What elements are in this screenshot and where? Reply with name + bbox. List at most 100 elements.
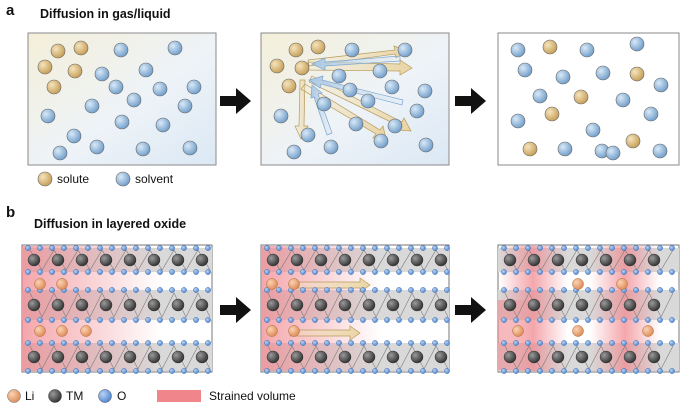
o-atom — [61, 317, 67, 323]
o-atom — [609, 340, 615, 346]
tm-atom — [647, 253, 661, 267]
o-atom — [432, 340, 438, 346]
o-atom — [205, 317, 211, 323]
tm-atom — [623, 253, 637, 267]
o-atom — [432, 245, 438, 251]
gas-box-diffusing-particles — [269, 39, 434, 160]
o-atom — [264, 287, 270, 293]
o-atom — [109, 340, 115, 346]
o-atom — [193, 317, 199, 323]
tm-atom — [75, 350, 89, 364]
o-atom — [133, 269, 139, 275]
o-atom — [372, 317, 378, 323]
o-atom — [657, 287, 663, 293]
o-atom — [573, 269, 579, 275]
o-atom — [73, 340, 79, 346]
o-atom — [97, 269, 103, 275]
o-atom — [133, 317, 139, 323]
o-atom — [444, 287, 450, 293]
tm-atom — [147, 253, 161, 267]
o-atom — [61, 269, 67, 275]
o-atom — [585, 269, 591, 275]
o-atom — [561, 269, 567, 275]
o-atom — [372, 269, 378, 275]
o-atom — [73, 317, 79, 323]
o-atom — [205, 245, 211, 251]
o-atom — [324, 287, 330, 293]
o-atom — [312, 317, 318, 323]
legend-strain-label: Strained volume — [209, 389, 296, 403]
o-atom — [384, 245, 390, 251]
o-atom — [609, 269, 615, 275]
o-atom — [537, 245, 543, 251]
li-atom — [56, 278, 68, 290]
o-atom — [264, 368, 270, 374]
legend-solute-swatch — [37, 171, 53, 187]
o-atom — [181, 340, 187, 346]
o-atom — [169, 269, 175, 275]
o-atom — [193, 269, 199, 275]
o-atom — [121, 245, 127, 251]
o-atom — [408, 368, 414, 374]
o-atom — [288, 317, 294, 323]
o-atom — [657, 340, 663, 346]
o-atom — [525, 287, 531, 293]
o-atom — [633, 340, 639, 346]
o-atom — [85, 269, 91, 275]
o-atom — [420, 269, 426, 275]
o-atom — [561, 287, 567, 293]
tm-atom — [99, 298, 113, 312]
o-atom — [420, 287, 426, 293]
o-atom — [145, 340, 151, 346]
tm-atom — [599, 253, 613, 267]
o-atom — [513, 368, 519, 374]
tm-atom — [266, 298, 280, 312]
o-atom — [288, 340, 294, 346]
legend-strain-swatch — [157, 390, 201, 402]
o-atom — [360, 368, 366, 374]
o-atom — [49, 269, 55, 275]
o-atom — [561, 317, 567, 323]
tm-atom — [266, 253, 280, 267]
tm-atom — [362, 350, 376, 364]
legend-tm-swatch — [48, 389, 62, 403]
tm-atom — [551, 253, 565, 267]
tm-atom — [27, 350, 41, 364]
o-atom — [513, 317, 519, 323]
o-atom — [169, 245, 175, 251]
o-atom — [264, 317, 270, 323]
o-atom — [288, 269, 294, 275]
o-atom — [408, 245, 414, 251]
li-atom — [80, 325, 92, 337]
tm-atom — [99, 350, 113, 364]
o-atom — [336, 340, 342, 346]
o-atom — [513, 269, 519, 275]
o-atom — [61, 245, 67, 251]
tm-atom — [147, 350, 161, 364]
o-atom — [645, 368, 651, 374]
o-atom — [525, 340, 531, 346]
o-atom — [384, 368, 390, 374]
o-atom — [597, 287, 603, 293]
panel-b-label: b — [6, 204, 16, 221]
o-atom — [97, 340, 103, 346]
o-atom — [288, 368, 294, 374]
tm-atom — [147, 298, 161, 312]
tm-atom — [503, 298, 517, 312]
o-atom — [145, 287, 151, 293]
o-atom — [669, 368, 675, 374]
o-atom — [501, 245, 507, 251]
o-atom — [384, 340, 390, 346]
tm-atom — [171, 298, 185, 312]
o-atom — [121, 287, 127, 293]
tm-atom — [551, 350, 565, 364]
o-atom — [537, 340, 543, 346]
o-atom — [288, 245, 294, 251]
o-atom — [193, 245, 199, 251]
tm-atom — [290, 253, 304, 267]
o-atom — [181, 317, 187, 323]
o-atom — [621, 368, 627, 374]
o-atom — [276, 368, 282, 374]
o-atom — [109, 287, 115, 293]
o-atom — [501, 287, 507, 293]
